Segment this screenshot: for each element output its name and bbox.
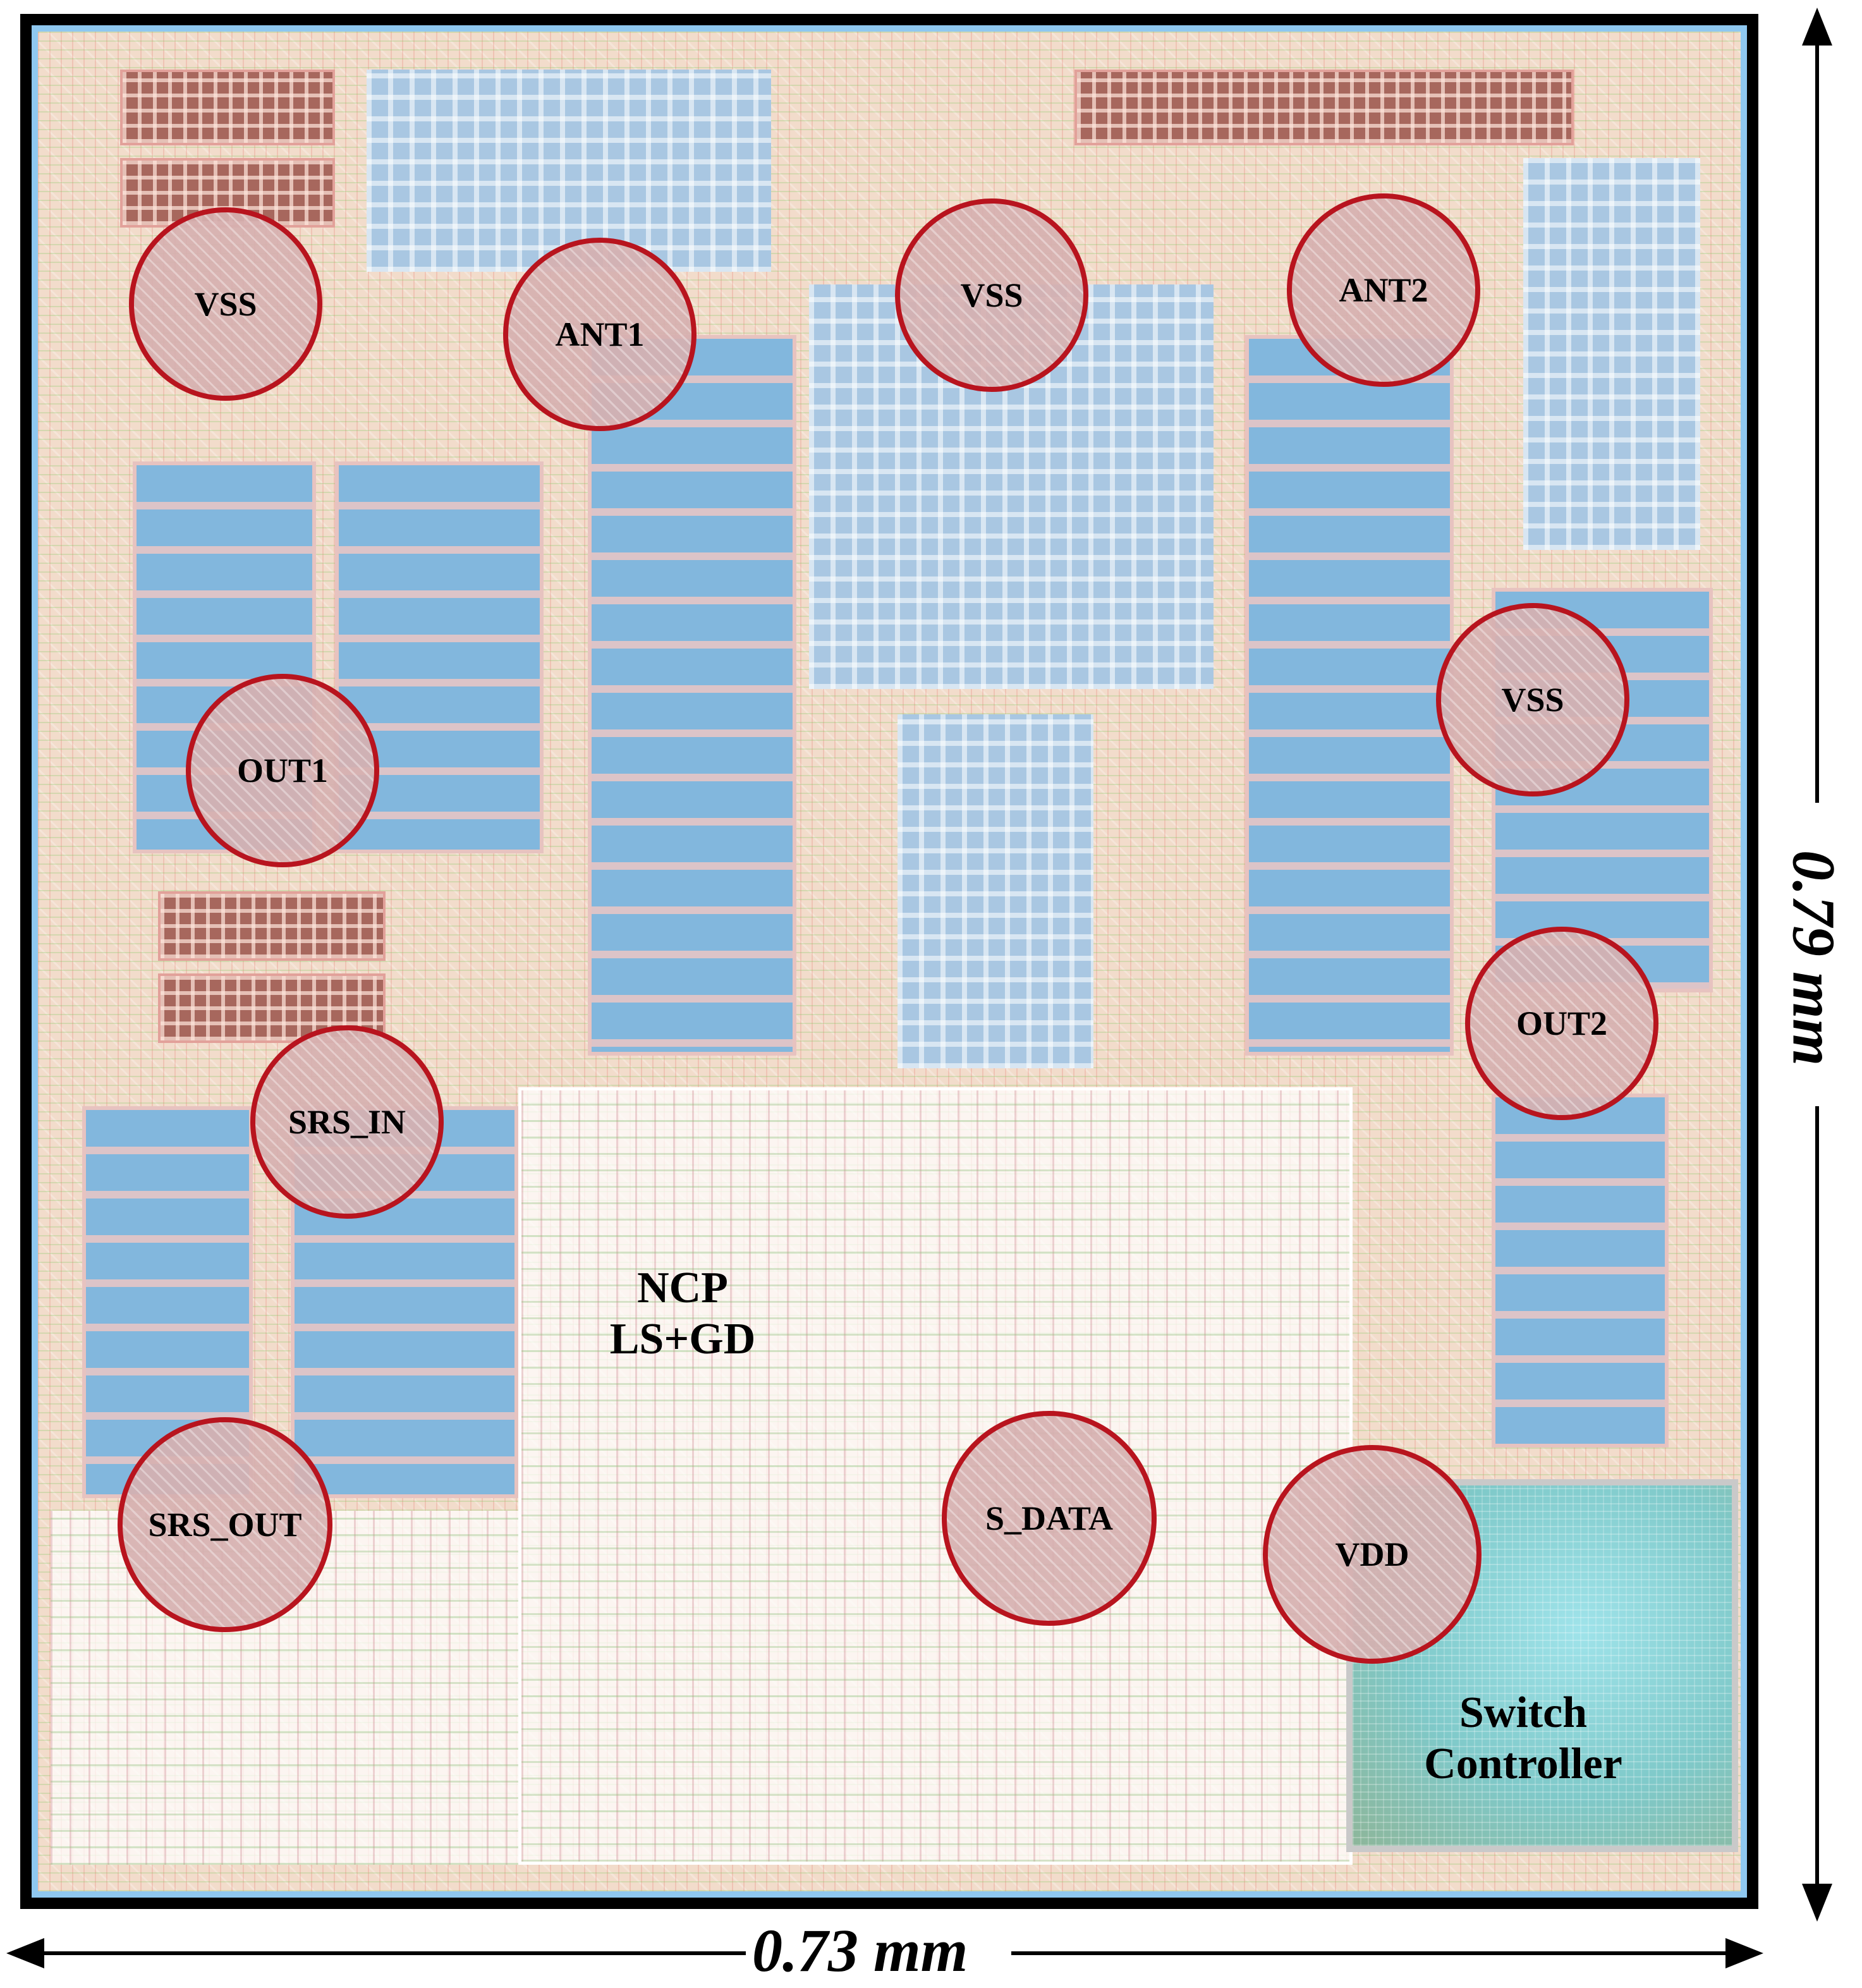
- pad-label: OUT2: [1516, 1004, 1608, 1042]
- switch-controller-label-line1: Switch: [1459, 1688, 1588, 1737]
- arrow-left-icon: [6, 1938, 44, 1968]
- cell-array: [367, 70, 771, 272]
- pad-ant1: ANT1: [503, 238, 697, 431]
- pad-s-data: S_DATA: [942, 1411, 1157, 1626]
- switch-controller-region: [1346, 1479, 1738, 1852]
- pad-label: S_DATA: [985, 1499, 1114, 1537]
- switch-controller-label: Switch Controller: [1365, 1688, 1681, 1790]
- pad-vss-top-center: VSS: [895, 198, 1088, 392]
- pad-vdd: VDD: [1263, 1445, 1482, 1664]
- cell-array: [120, 70, 335, 145]
- pad-label: VDD: [1335, 1535, 1409, 1573]
- pad-ant2: ANT2: [1287, 193, 1480, 387]
- height-dimension-label: 0.79 mm: [1780, 850, 1848, 1066]
- arrow-right-icon: [1725, 1938, 1763, 1968]
- pad-srs-in: SRS_IN: [250, 1025, 444, 1219]
- pad-label: OUT1: [236, 752, 329, 790]
- pad-srs-out: SRS_OUT: [118, 1417, 332, 1632]
- pad-out2: OUT2: [1465, 927, 1658, 1120]
- switch-controller-label-line2: Controller: [1424, 1739, 1622, 1788]
- pad-label: VSS: [194, 285, 257, 323]
- capacitor-bank: [588, 335, 796, 1056]
- cell-array: [1523, 158, 1700, 550]
- pad-label: VSS: [1501, 681, 1564, 719]
- width-dimension-label: 0.73 mm: [752, 1917, 968, 1984]
- pad-vss-right: VSS: [1436, 603, 1629, 796]
- pad-label: ANT2: [1339, 271, 1428, 309]
- cell-array: [120, 158, 335, 228]
- cell-array: [158, 891, 386, 961]
- cell-array: [898, 714, 1093, 1068]
- capacitor-bank: [1245, 335, 1454, 1056]
- ncp-label-line1: NCP: [637, 1264, 728, 1312]
- arrow-up-icon: [1802, 8, 1832, 46]
- capacitor-bank: [1492, 1094, 1669, 1448]
- ncp-ls-gd-region: [518, 1087, 1353, 1865]
- pad-label: ANT1: [555, 315, 645, 353]
- pad-vss-top-left: VSS: [129, 207, 322, 401]
- ncp-label-line2: LS+GD: [609, 1314, 756, 1363]
- pad-out1: OUT1: [186, 674, 379, 867]
- cell-array: [1074, 70, 1574, 145]
- ncp-label: NCP LS+GD: [556, 1263, 809, 1365]
- pad-label: SRS_OUT: [148, 1506, 302, 1544]
- pad-label: SRS_IN: [288, 1103, 406, 1141]
- pad-label: VSS: [960, 276, 1023, 314]
- arrow-down-icon: [1802, 1884, 1832, 1922]
